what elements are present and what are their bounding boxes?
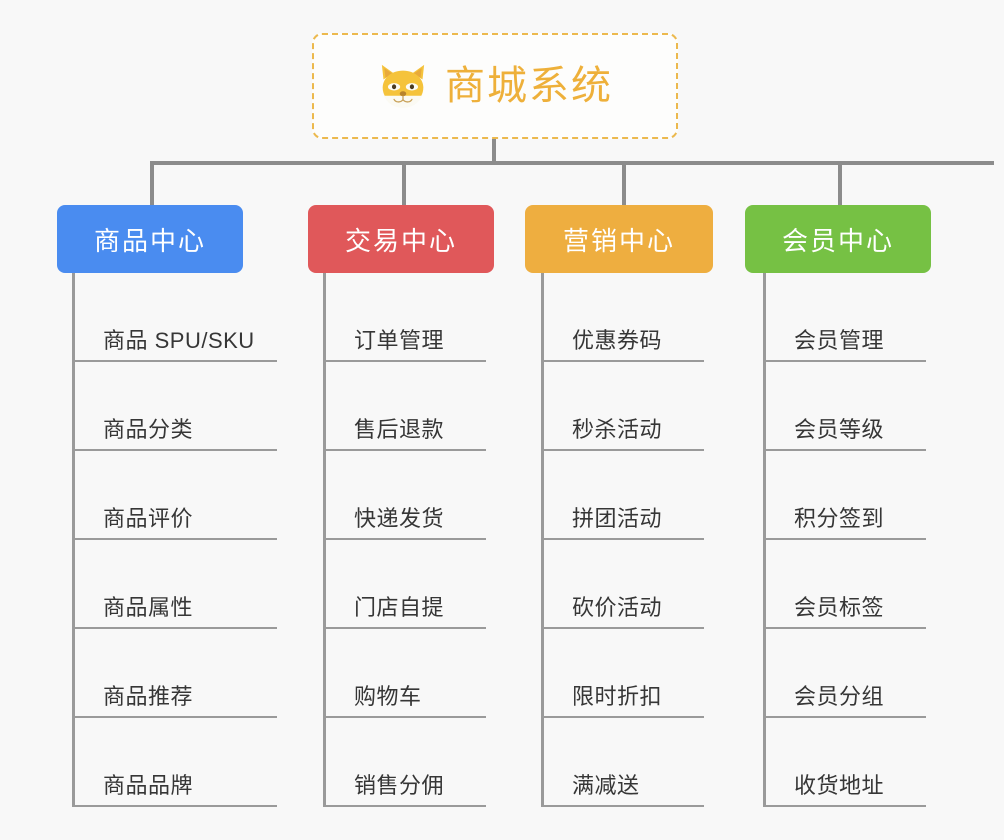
connector-root-stem	[492, 139, 496, 163]
leaf-item[interactable]: 快递发货	[323, 451, 486, 540]
root-node[interactable]: 商城系统	[312, 33, 678, 139]
leaf-item[interactable]: 会员等级	[763, 362, 926, 451]
leaf-item-label: 售后退款	[354, 417, 445, 442]
leaf-item[interactable]: 会员标签	[763, 540, 926, 629]
leaf-item-label: 商品推荐	[103, 684, 194, 709]
leaf-item-label: 商品 SPU/SKU	[103, 328, 255, 353]
leaf-item-underline	[763, 360, 926, 362]
leaf-item-underline	[541, 360, 704, 362]
leaf-item-underline	[323, 716, 486, 718]
leaf-item-label: 快递发货	[354, 506, 445, 531]
leaf-item-underline	[541, 538, 704, 540]
root-title: 商城系统	[445, 64, 613, 108]
leaf-item[interactable]: 门店自提	[323, 540, 486, 629]
leaf-trunk-line	[763, 273, 766, 807]
leaf-item[interactable]: 积分签到	[763, 451, 926, 540]
leaf-item[interactable]: 拼团活动	[541, 451, 704, 540]
leaf-item-underline	[541, 449, 704, 451]
leaf-item-underline	[72, 627, 277, 629]
leaf-item-label: 收货地址	[794, 773, 885, 798]
category-box-4[interactable]: 会员中心	[745, 205, 931, 273]
leaf-item[interactable]: 满减送	[541, 718, 704, 807]
leaf-item[interactable]: 砍价活动	[541, 540, 704, 629]
leaf-column-4: 会员管理会员等级积分签到会员标签会员分组收货地址	[763, 273, 926, 807]
leaf-item-underline	[763, 449, 926, 451]
leaf-item-underline	[323, 360, 486, 362]
leaf-item-underline	[541, 805, 704, 807]
leaf-trunk-line	[323, 273, 326, 807]
shiba-dog-face-icon	[381, 64, 425, 108]
leaf-item-underline	[323, 449, 486, 451]
leaf-column-3: 优惠券码秒杀活动拼团活动砍价活动限时折扣满减送	[541, 273, 704, 807]
leaf-item-label: 砍价活动	[572, 595, 663, 620]
leaf-item[interactable]: 收货地址	[763, 718, 926, 807]
leaf-item-label: 优惠券码	[572, 328, 663, 353]
connector-drop-4	[838, 161, 842, 205]
leaf-item-label: 会员分组	[794, 684, 885, 709]
connector-drop-3	[622, 161, 626, 205]
leaf-item-underline	[763, 805, 926, 807]
leaf-item-underline	[72, 449, 277, 451]
leaf-column-1: 商品 SPU/SKU 商品分类商品评价商品属性商品推荐商品品牌	[72, 273, 277, 807]
leaf-item[interactable]: 会员管理	[763, 273, 926, 362]
leaf-item-label: 会员等级	[794, 417, 885, 442]
leaf-item-label: 限时折扣	[572, 684, 663, 709]
leaf-item[interactable]: 商品评价	[72, 451, 277, 540]
category-title: 交易中心	[344, 225, 457, 256]
leaf-item[interactable]: 商品分类	[72, 362, 277, 451]
leaf-item-underline	[72, 805, 277, 807]
leaf-item-underline	[323, 627, 486, 629]
category-title: 会员中心	[781, 225, 894, 256]
leaf-item-underline	[72, 360, 277, 362]
category-title: 商品中心	[93, 225, 206, 256]
leaf-trunk-line	[72, 273, 75, 807]
category-box-3[interactable]: 营销中心	[525, 205, 713, 273]
category-box-2[interactable]: 交易中心	[308, 205, 494, 273]
connector-horizontal-bus	[150, 161, 994, 165]
leaf-item[interactable]: 限时折扣	[541, 629, 704, 718]
leaf-item[interactable]: 订单管理	[323, 273, 486, 362]
leaf-item-label: 商品分类	[103, 417, 194, 442]
leaf-item[interactable]: 商品推荐	[72, 629, 277, 718]
leaf-item[interactable]: 销售分佣	[323, 718, 486, 807]
leaf-item-label: 会员管理	[794, 328, 885, 353]
leaf-item[interactable]: 商品 SPU/SKU	[72, 273, 277, 362]
leaf-item[interactable]: 秒杀活动	[541, 362, 704, 451]
leaf-item-underline	[323, 805, 486, 807]
leaf-item-label: 销售分佣	[354, 773, 445, 798]
leaf-item-underline	[541, 716, 704, 718]
leaf-item-label: 商品品牌	[103, 773, 194, 798]
connector-drop-2	[402, 161, 406, 205]
leaf-item-label: 秒杀活动	[572, 417, 663, 442]
leaf-item-underline	[72, 538, 277, 540]
leaf-item[interactable]: 优惠券码	[541, 273, 704, 362]
leaf-item[interactable]: 会员分组	[763, 629, 926, 718]
leaf-column-2: 订单管理售后退款快递发货门店自提购物车销售分佣	[323, 273, 486, 807]
category-box-1[interactable]: 商品中心	[57, 205, 243, 273]
leaf-item-underline	[763, 716, 926, 718]
leaf-item[interactable]: 购物车	[323, 629, 486, 718]
leaf-item-underline	[72, 716, 277, 718]
category-title: 营销中心	[562, 225, 675, 256]
leaf-item-label: 商品评价	[103, 506, 194, 531]
leaf-item[interactable]: 商品属性	[72, 540, 277, 629]
leaf-item-label: 满减送	[572, 773, 640, 798]
leaf-item-label: 拼团活动	[572, 506, 663, 531]
connector-drop-1	[150, 161, 154, 205]
leaf-item-underline	[763, 538, 926, 540]
leaf-item-underline	[323, 538, 486, 540]
leaf-item-underline	[763, 627, 926, 629]
leaf-item-label: 会员标签	[794, 595, 885, 620]
leaf-item-underline	[541, 627, 704, 629]
leaf-item[interactable]: 售后退款	[323, 362, 486, 451]
leaf-item-label: 商品属性	[103, 595, 194, 620]
leaf-item-label: 积分签到	[794, 506, 885, 531]
leaf-item-label: 订单管理	[354, 328, 445, 353]
leaf-trunk-line	[541, 273, 544, 807]
leaf-item-label: 门店自提	[354, 595, 445, 620]
leaf-item[interactable]: 商品品牌	[72, 718, 277, 807]
leaf-item-label: 购物车	[354, 684, 422, 709]
